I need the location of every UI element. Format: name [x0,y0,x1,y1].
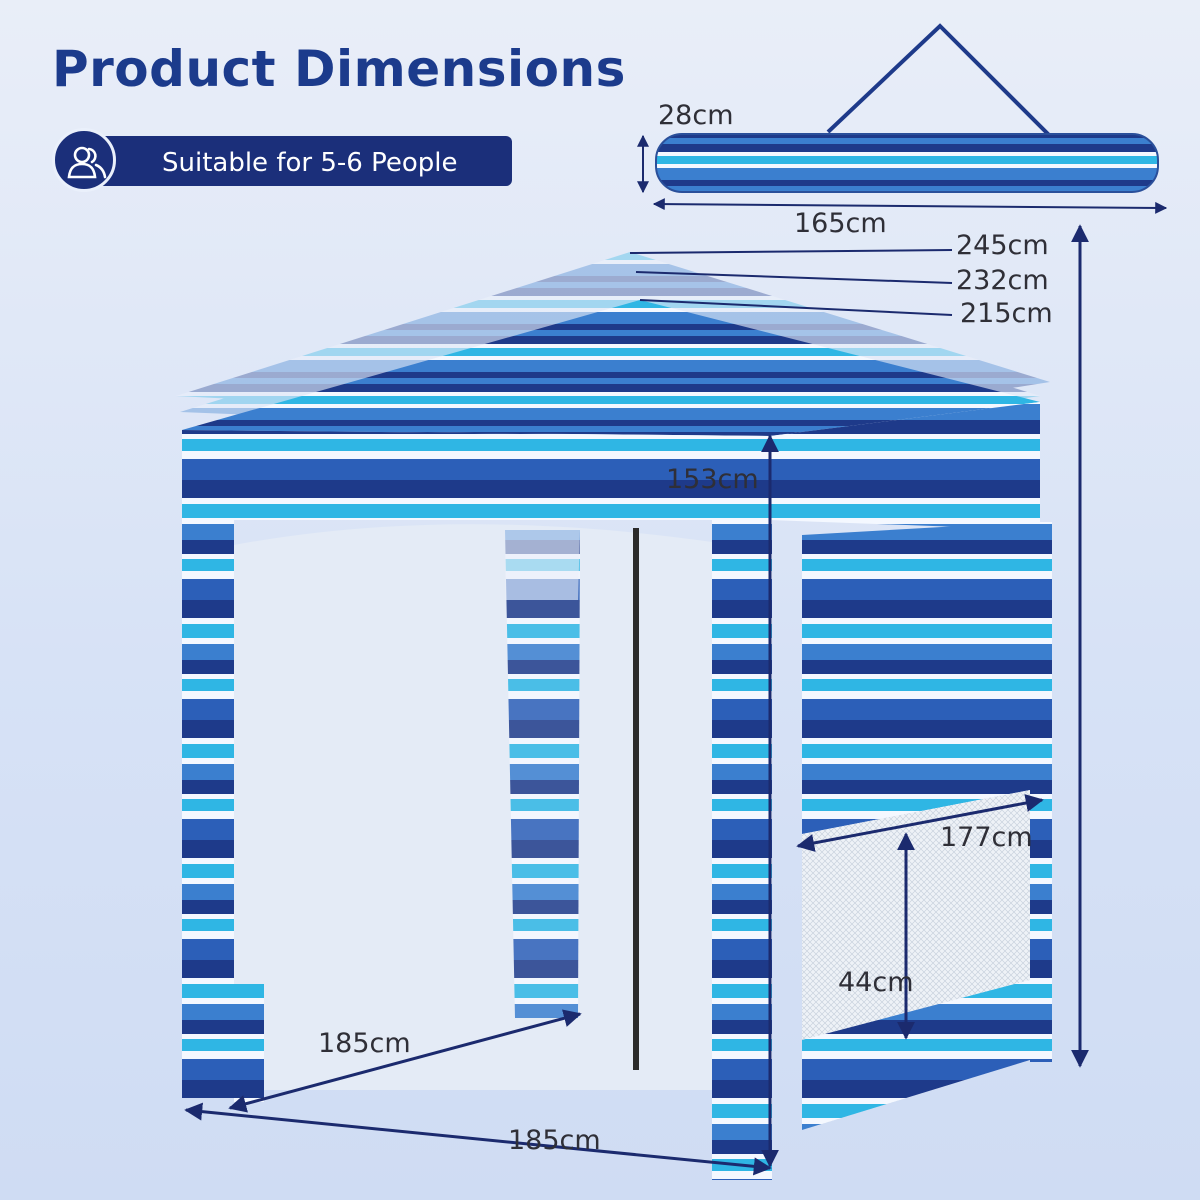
carry-bag [637,23,1168,214]
bag-length-label: 165cm [794,208,887,239]
depth-label: 185cm [318,1028,411,1059]
width-label: 185cm [508,1125,601,1156]
dimension-arrows [184,224,1089,1176]
window-width-label: 177cm [940,822,1033,853]
capacity-label: Suitable for 5-6 People [162,148,458,178]
height-label-232: 232cm [956,265,1049,296]
height-label-245: 245cm [956,230,1049,261]
page-title: Product Dimensions [52,40,626,98]
capacity-badge: Suitable for 5-6 People [52,128,512,192]
wall-height-label: 153cm [666,464,759,495]
capacity-pill [88,136,512,186]
tent-interior [234,524,712,1090]
window-height-label: 44cm [838,967,914,998]
bag-height-label: 28cm [658,100,734,131]
tent-roof [182,300,1040,530]
people-icon [52,128,116,192]
height-label-215: 215cm [960,298,1053,329]
